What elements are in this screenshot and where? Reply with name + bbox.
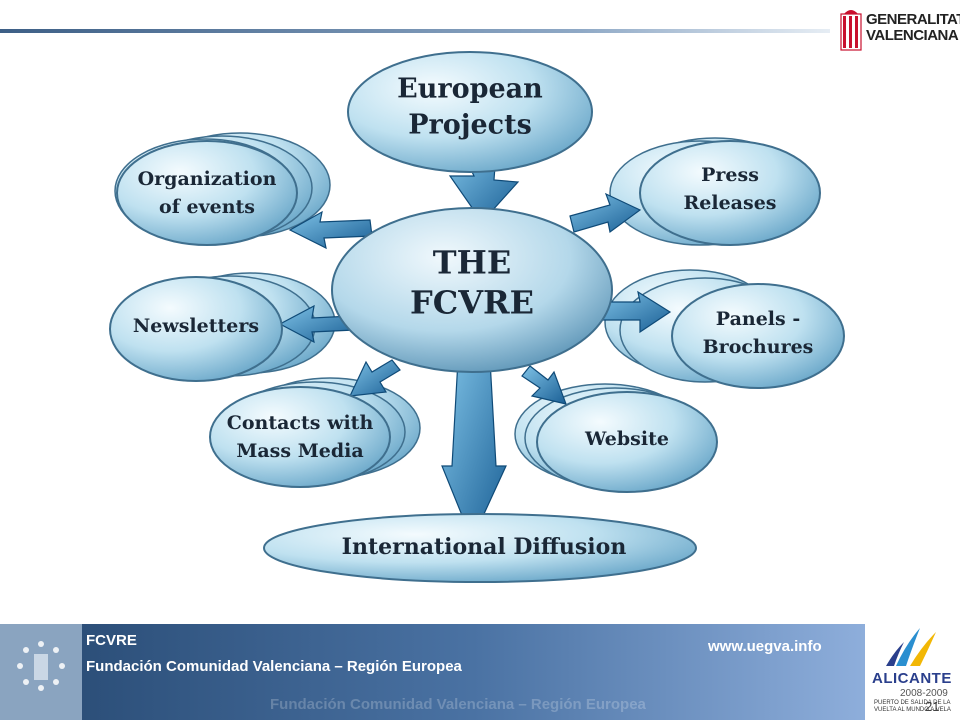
arrow-center-to-bottom (441, 359, 507, 542)
contacts-line1: Contacts with (227, 412, 374, 434)
footer-title: FCVRE (86, 632, 137, 649)
header-rule (0, 29, 830, 33)
shield-icon (840, 10, 862, 51)
bubble-organization: Organization of events (116, 140, 298, 246)
sail-icon (886, 628, 936, 666)
bubble-source: European Projects (347, 51, 593, 173)
arrow-to-newsletters (278, 304, 355, 344)
arrow-to-contacts (349, 359, 401, 397)
bubble-press: Press Releases (639, 140, 821, 246)
bubble-newsletters: Newsletters (109, 276, 283, 382)
center-line1: THE (433, 244, 511, 282)
bubble-contacts: Contacts with Mass Media (209, 386, 391, 488)
footer-url-link[interactable]: www.uegva.info (708, 638, 822, 655)
organization-line1: Organization (138, 168, 277, 190)
arrow-to-panels (597, 290, 672, 334)
connector-arrows (278, 149, 672, 542)
alicante-logo: ALICANTE 2008-2009 PUERTO DE SALIDA DE L… (866, 624, 960, 720)
center-line2: FCVRE (410, 284, 534, 322)
bubble-center: THE FCVRE (331, 207, 613, 373)
newsletters-line1: Newsletters (133, 315, 259, 337)
bubble-panels: Panels - Brochures (671, 283, 845, 389)
alicante-slogan: PUERTO DE SALIDA DE LA VUELTA AL MUNDO A… (874, 700, 951, 713)
footer-ghost-text: Fundación Comunidad Valenciana – Región … (270, 696, 646, 713)
logo-line1: GENERALITAT (866, 11, 960, 28)
footer: FCVRE Fundación Comunidad Valenciana – R… (0, 624, 960, 720)
arrow-to-press (569, 192, 642, 234)
eu-flag (0, 624, 82, 720)
bubble-bottom: International Diffusion (263, 513, 697, 583)
generalitat-logo: GENERALITAT VALENCIANA (836, 6, 960, 54)
arrow-to-website (521, 365, 567, 405)
website-line1: Website (584, 428, 669, 450)
alicante-name: ALICANTE (872, 670, 952, 687)
stars-icon (17, 641, 65, 691)
page-number: 21 (925, 699, 940, 714)
panels-line2: Brochures (703, 336, 814, 358)
arrow-to-organization (288, 210, 373, 250)
panels-line1: Panels - (716, 308, 800, 330)
contacts-line2: Mass Media (236, 440, 363, 462)
bottom-label: International Diffusion (342, 534, 627, 560)
press-line1: Press (701, 164, 759, 186)
logo-line2: VALENCIANA (866, 27, 959, 44)
bubble-website: Website (536, 391, 718, 493)
organization-line2: of events (159, 196, 255, 218)
alicante-years: 2008-2009 (900, 688, 948, 699)
press-line2: Releases (684, 192, 777, 214)
source-line2: Projects (408, 110, 532, 141)
footer-bar (82, 624, 865, 720)
source-line1: European (397, 74, 543, 105)
diagram: European Projects THE FCVRE Organization… (109, 51, 845, 583)
footer-subtitle: Fundación Comunidad Valenciana – Región … (86, 658, 462, 675)
